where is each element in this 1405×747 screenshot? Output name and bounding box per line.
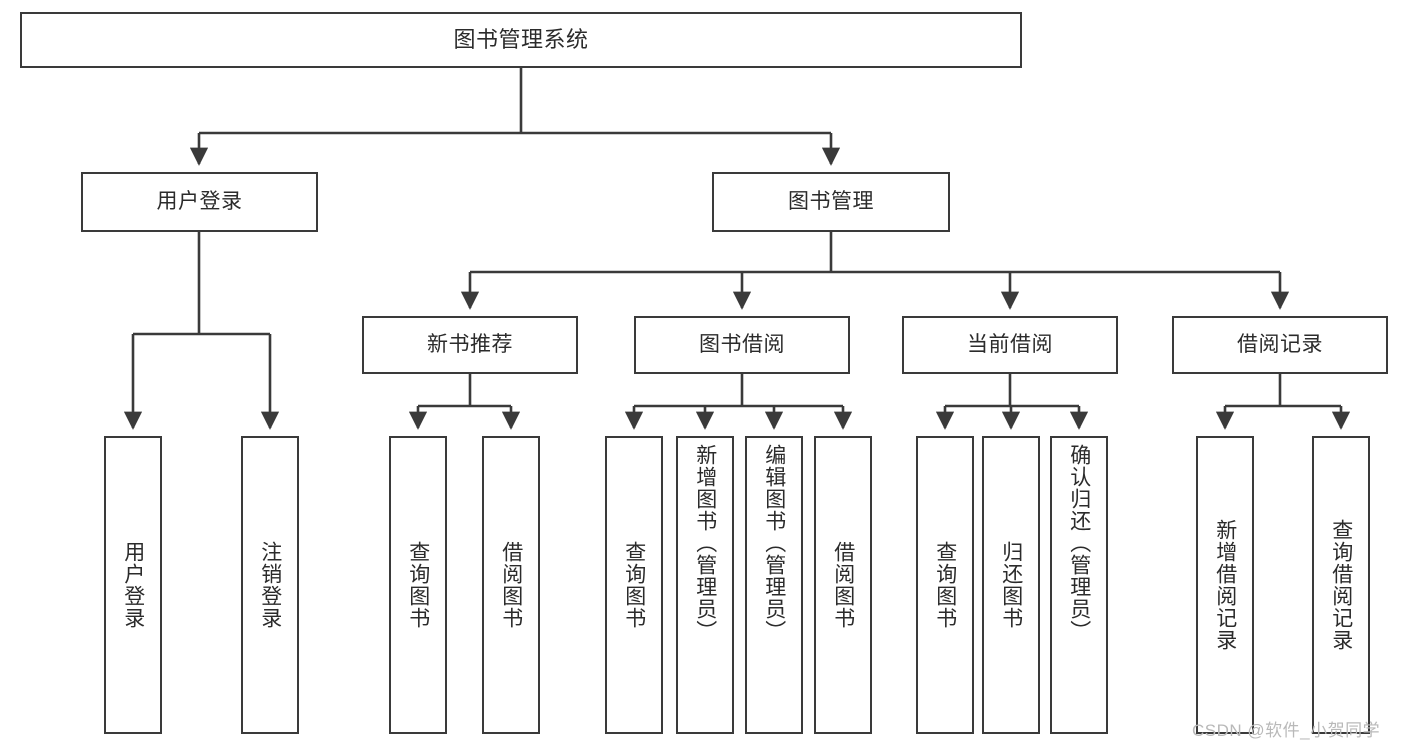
node-label: 新书推荐: [427, 333, 513, 357]
leaf-confirm-return-admin[interactable]: 确认归还（管理员）: [1050, 436, 1108, 734]
node-book-management[interactable]: 图书管理: [712, 172, 950, 232]
leaf-return-book[interactable]: 归还图书: [982, 436, 1040, 734]
node-label: 图书管理系统: [453, 26, 589, 52]
leaf-label: 新增图书（管理员）: [693, 444, 717, 642]
node-book-borrow[interactable]: 图书借阅: [634, 316, 850, 374]
node-label: 图书借阅: [699, 333, 785, 357]
leaf-borrow-book-bb[interactable]: 借阅图书: [814, 436, 872, 734]
leaf-label: 注销登录: [258, 541, 282, 629]
leaf-query-book-cb[interactable]: 查询图书: [916, 436, 974, 734]
leaf-borrow-book-nb[interactable]: 借阅图书: [482, 436, 540, 734]
node-label: 借阅记录: [1237, 333, 1323, 357]
leaf-label: 借阅图书: [831, 541, 855, 629]
leaf-logout[interactable]: 注销登录: [241, 436, 299, 734]
leaf-label: 查询图书: [933, 541, 957, 629]
leaf-label: 编辑图书（管理员）: [762, 444, 786, 642]
leaf-add-borrow-record[interactable]: 新增借阅记录: [1196, 436, 1254, 734]
node-label: 当前借阅: [967, 333, 1053, 357]
leaf-query-book-nb[interactable]: 查询图书: [389, 436, 447, 734]
leaf-label: 归还图书: [999, 541, 1023, 629]
node-current-borrow[interactable]: 当前借阅: [902, 316, 1118, 374]
watermark-text: CSDN @软件_小贺同学: [1192, 721, 1381, 740]
node-label: 用户登录: [156, 190, 243, 214]
node-new-book-recommend[interactable]: 新书推荐: [362, 316, 578, 374]
leaf-label: 查询图书: [622, 541, 646, 629]
leaf-add-book-admin[interactable]: 新增图书（管理员）: [676, 436, 734, 734]
leaf-label: 查询图书: [406, 541, 430, 629]
leaf-edit-book-admin[interactable]: 编辑图书（管理员）: [745, 436, 803, 734]
leaf-label: 确认归还（管理员）: [1067, 444, 1091, 642]
leaf-query-book-bb[interactable]: 查询图书: [605, 436, 663, 734]
leaf-label: 借阅图书: [499, 541, 523, 629]
node-label: 图书管理: [788, 190, 874, 214]
node-root-system[interactable]: 图书管理系统: [20, 12, 1022, 68]
leaf-label: 查询借阅记录: [1329, 519, 1353, 651]
leaf-user-login[interactable]: 用户登录: [104, 436, 162, 734]
leaf-label: 新增借阅记录: [1213, 519, 1237, 651]
leaf-label: 用户登录: [121, 541, 145, 629]
node-borrow-record[interactable]: 借阅记录: [1172, 316, 1388, 374]
leaf-query-borrow-record[interactable]: 查询借阅记录: [1312, 436, 1370, 734]
node-user-login[interactable]: 用户登录: [81, 172, 318, 232]
